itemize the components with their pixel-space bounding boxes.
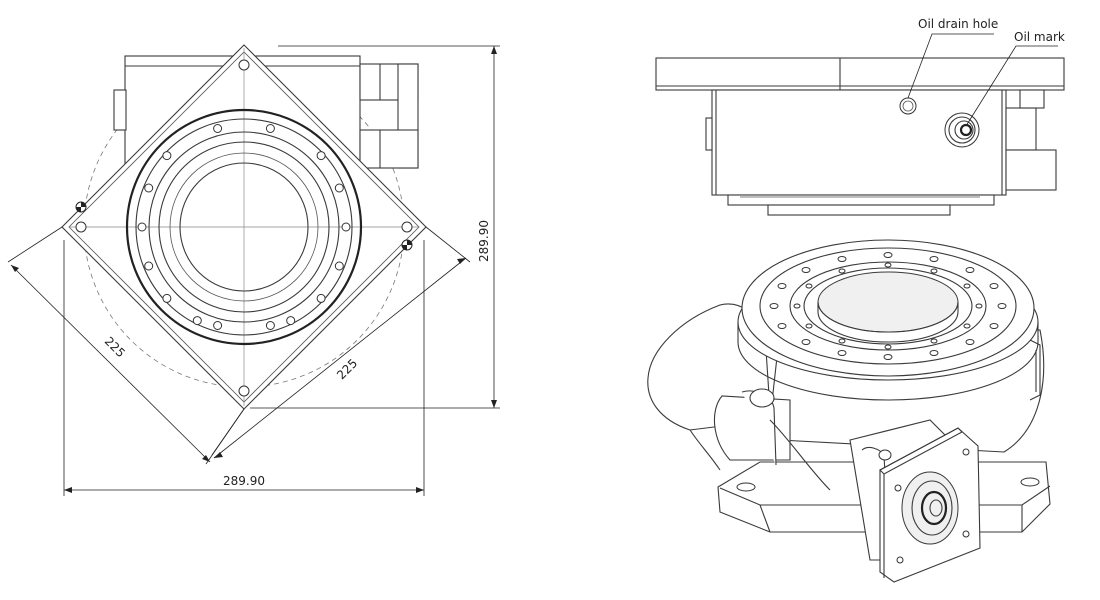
side-view: Oil drain hole Oil mark xyxy=(655,17,1065,216)
leader-oil-drain-hole xyxy=(907,33,994,99)
top-view: 289.90 289.90 225 225 xyxy=(7,44,500,496)
iso-outer-holes xyxy=(769,252,1007,360)
locating-pin-left xyxy=(75,201,87,213)
callout-oil-drain-hole: Oil drain hole xyxy=(918,17,998,31)
isometric-view xyxy=(647,239,1051,583)
dim-width-bottom-label: 289.90 xyxy=(223,474,265,488)
bore xyxy=(179,162,309,292)
iso-motor-flange xyxy=(849,419,981,583)
dim-diag-right xyxy=(211,226,471,459)
ring-bolt-holes xyxy=(137,124,351,330)
oil-mark-sight-glass xyxy=(944,112,980,148)
leader-oil-mark xyxy=(965,45,1058,127)
iso-turntable xyxy=(737,239,1039,401)
top-plate xyxy=(655,57,1065,91)
locating-pin-right xyxy=(401,239,413,251)
flange-mounting-holes xyxy=(75,59,413,397)
dim-height-right-label: 289.90 xyxy=(477,220,491,262)
callout-oil-mark: Oil mark xyxy=(1014,30,1065,44)
dim-width-bottom xyxy=(63,240,425,496)
iso-inner-holes xyxy=(793,262,983,350)
output-ring xyxy=(125,108,363,346)
dim-diag-left-label: 225 xyxy=(102,334,128,360)
dim-height-right xyxy=(250,45,500,409)
oil-drain-hole xyxy=(899,97,917,115)
